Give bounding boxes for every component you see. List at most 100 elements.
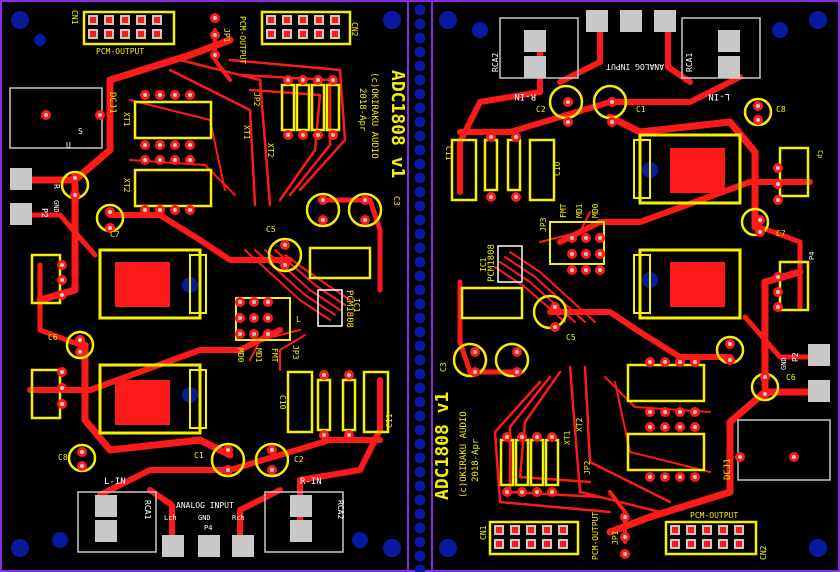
mounting-hole	[809, 539, 827, 557]
rca2-outline	[264, 491, 344, 553]
xt2-label: XT2	[575, 417, 584, 432]
mounting-hole	[383, 539, 401, 557]
breakaway-via	[414, 438, 426, 450]
terminal-pad	[232, 535, 254, 557]
regulator-heatsink	[189, 369, 207, 429]
header-pin-copper	[90, 17, 96, 23]
c6-label: C6	[786, 373, 796, 382]
drill-hole	[570, 236, 574, 240]
header-pin-copper	[122, 17, 128, 23]
power-trace	[606, 113, 759, 231]
mounting-hole	[352, 532, 368, 548]
gnd-label: GND	[198, 514, 211, 522]
breakaway-via	[414, 144, 426, 156]
cn2-header-outline	[260, 10, 352, 46]
power-trace	[757, 224, 803, 310]
c11-label: C11	[385, 413, 394, 428]
u-label: U	[66, 141, 71, 150]
gnd-label: GND	[780, 357, 788, 370]
pcm-output-label-2: PCM-OUTPUT	[238, 16, 247, 64]
right-half-pads	[470, 97, 799, 559]
drill-hole	[108, 226, 112, 230]
drill-hole	[598, 268, 602, 272]
drill-hole	[763, 375, 767, 379]
drill-hole	[363, 198, 367, 202]
terminal-pad	[620, 10, 642, 32]
board-year: 2018-Apr	[357, 88, 367, 132]
cap-row	[460, 286, 524, 320]
header-pin-copper	[720, 527, 726, 533]
cn1-label: CN1	[479, 525, 488, 540]
drill-hole	[252, 300, 256, 304]
drill-hole	[238, 332, 242, 336]
c10-label: C10	[278, 395, 287, 410]
terminal-pad	[524, 56, 546, 78]
terminal-pad	[524, 30, 546, 52]
drill-hole	[758, 218, 762, 222]
drill-hole	[776, 290, 780, 294]
mounting-hole	[383, 11, 401, 29]
l-in-label: L-IN	[104, 477, 126, 487]
header-pin-copper	[316, 17, 322, 23]
header-pin-copper	[138, 31, 144, 37]
drill-hole	[143, 93, 147, 97]
drill-hole	[550, 490, 554, 494]
capacitor-ring	[210, 442, 246, 478]
drill-hole	[505, 490, 509, 494]
drill-hole	[623, 515, 627, 519]
drill-hole	[188, 143, 192, 147]
breakaway-via	[414, 32, 426, 44]
drill-hole	[301, 78, 305, 82]
drill-hole	[678, 410, 682, 414]
drill-hole	[188, 158, 192, 162]
header-pin-copper	[512, 527, 518, 533]
drill-hole	[598, 252, 602, 256]
drill-hole	[758, 230, 762, 234]
header-pin-copper	[496, 541, 502, 547]
power-trace	[18, 36, 234, 184]
drill-hole	[792, 455, 796, 459]
regulator-heatsink	[633, 254, 651, 314]
breakaway-via	[414, 130, 426, 142]
left-silkscreen: ADC1808 v1 (c)OKIRAKU AUDIO 2018-Apr CN1…	[40, 10, 408, 532]
breakaway-via	[414, 326, 426, 338]
drill-hole	[693, 425, 697, 429]
drill-hole	[535, 435, 539, 439]
drill-hole	[173, 93, 177, 97]
breakaway-via	[414, 88, 426, 100]
power-trace	[81, 341, 234, 459]
drill-hole	[473, 370, 477, 374]
drill-hole	[158, 158, 162, 162]
pcm-output-label: PCM-OUTPUT	[690, 511, 738, 520]
c11-outline	[362, 370, 390, 434]
drill-hole	[226, 448, 230, 452]
breakaway-via	[414, 102, 426, 114]
drill-hole	[270, 448, 274, 452]
capacitor-ring	[452, 342, 488, 378]
r-label: R	[52, 184, 61, 189]
drill-hole	[158, 208, 162, 212]
capacitor-ring	[740, 207, 770, 237]
terminal-pad	[654, 10, 676, 32]
ic1-outline	[317, 289, 343, 327]
drill-hole	[321, 198, 325, 202]
regulator-heatsink	[189, 254, 207, 314]
header-pin-copper	[560, 527, 566, 533]
pcm1808-label: PCM1808	[344, 290, 354, 328]
terminal-pad	[95, 495, 117, 517]
gnd-label-2: GND	[52, 200, 60, 213]
breakaway-via	[414, 312, 426, 324]
header-pin-copper	[138, 17, 144, 23]
drill-hole	[693, 475, 697, 479]
rca1-label: RCA1	[685, 53, 694, 72]
drill-hole	[763, 392, 767, 396]
header-pin-copper	[688, 527, 694, 533]
breakaway-via	[414, 340, 426, 352]
signal-trace	[178, 58, 272, 207]
breakaway-via	[414, 200, 426, 212]
breakaway-via	[414, 172, 426, 184]
terminal-pad	[162, 535, 184, 557]
capacitor-ring	[267, 237, 303, 273]
breakaway-via-column	[414, 4, 426, 572]
c8-label: C8	[58, 453, 68, 462]
